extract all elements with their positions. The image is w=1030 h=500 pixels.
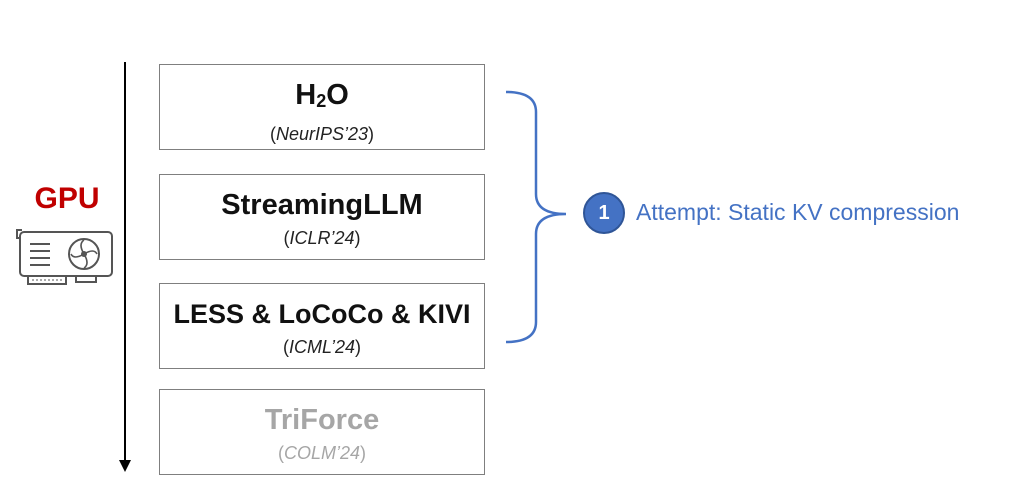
attempt-label: Attempt: Static KV compression [636,199,960,225]
method-box-less-lococo-kivi: LESS & LoCoCo & KIVI (ICML’24) [159,283,485,369]
timeline-arrow [119,62,131,472]
method-venue: (NeurIPS’23) [269,124,375,144]
method-name: StreamingLLM [221,189,423,221]
method-name: TriForce [264,404,380,436]
step-number-badge: 1 [583,192,625,234]
method-name: H2O [295,79,349,111]
method-box-triforce: TriForce (COLM’24) [159,389,485,475]
curly-bracket [505,90,567,344]
method-venue: (ICML’24) [282,337,362,357]
method-box-streamingllm: StreamingLLM (ICLR’24) [159,174,485,260]
graphics-card-icon [16,229,113,285]
method-venue: (ICLR’24) [283,228,361,248]
method-box-h2o: H2O (NeurIPS’23) [159,64,485,150]
method-name: LESS & LoCoCo & KIVI [173,299,471,329]
gpu-label: GPU [34,182,100,215]
method-venue: (COLM’24) [277,443,367,463]
